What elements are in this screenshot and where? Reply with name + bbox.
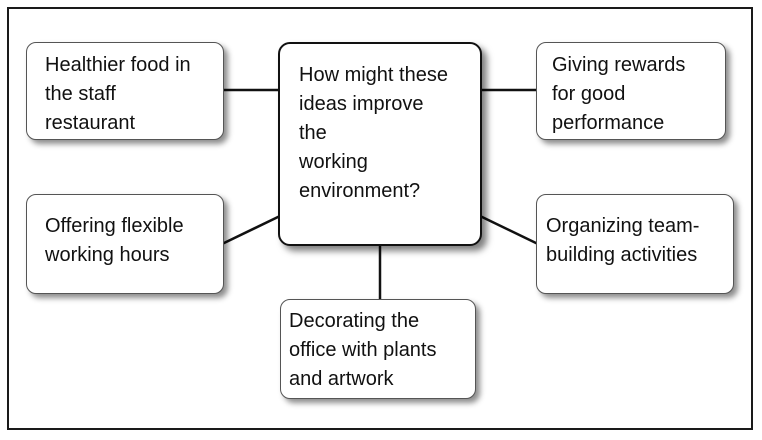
- node-team-building: Organizing team- building activities: [536, 194, 734, 294]
- connector-hours: [221, 214, 281, 246]
- node-giving-rewards: Giving rewards for good performance: [536, 42, 726, 140]
- central-question: How might these ideas improve the workin…: [278, 42, 482, 246]
- node-healthier-food: Healthier food in the staff restaurant: [26, 42, 224, 140]
- node-line: Decorating the: [289, 310, 420, 332]
- center-line: environment?: [299, 180, 421, 202]
- node-line: Healthier food in: [45, 54, 191, 76]
- node-line: building activities: [546, 244, 698, 266]
- node-line: performance: [552, 112, 665, 134]
- node-line: Organizing team-: [546, 215, 700, 237]
- center-line: working: [299, 151, 368, 173]
- node-line: Giving rewards: [552, 54, 686, 76]
- node-decorating-office: Decorating the office with plants and ar…: [280, 299, 476, 399]
- center-line: ideas improve: [299, 93, 424, 115]
- node-line: Offering flexible: [45, 215, 184, 237]
- node-line: restaurant: [45, 112, 136, 134]
- center-line: How might these: [299, 64, 448, 86]
- node-flexible-hours: Offering flexible working hours: [26, 194, 224, 294]
- connector-team: [479, 214, 539, 246]
- node-line: for good: [552, 83, 626, 105]
- node-line: and artwork: [289, 368, 394, 390]
- node-line: the staff: [45, 83, 116, 105]
- node-line: office with plants: [289, 339, 437, 361]
- center-line: the: [299, 122, 327, 144]
- node-line: working hours: [45, 244, 170, 266]
